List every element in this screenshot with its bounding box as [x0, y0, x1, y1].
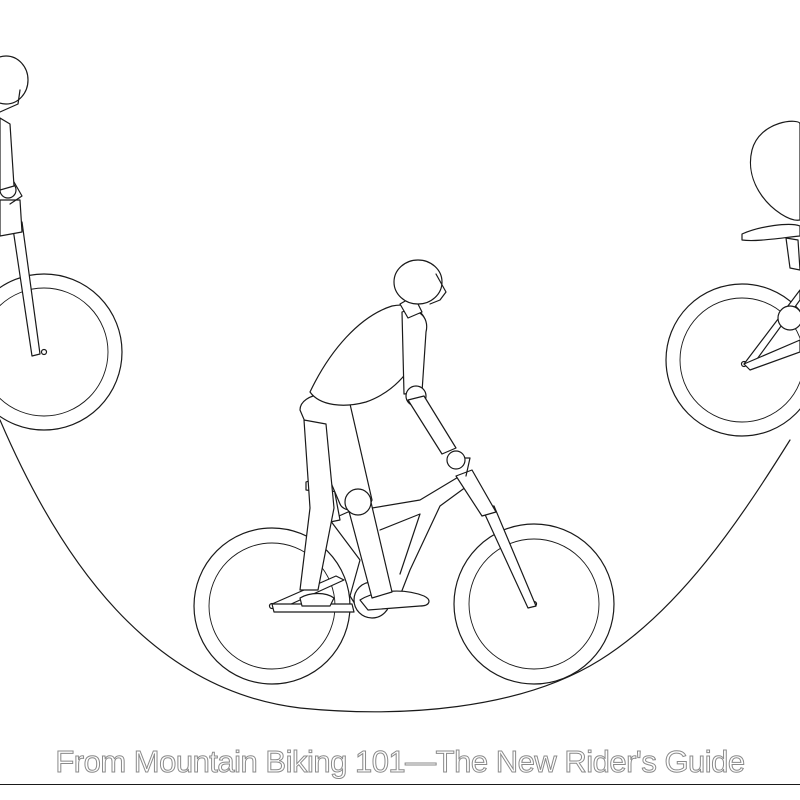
left-front-wheel-tire [0, 274, 122, 430]
rider-left [0, 56, 122, 430]
right-leg [750, 121, 800, 220]
rider-right [666, 121, 800, 436]
left-front-hub [42, 350, 47, 355]
caption-credit: From Mountain Biking 101—The New Rider's… [0, 744, 800, 780]
center-upper-arm [402, 310, 427, 394]
rider-center [194, 260, 614, 684]
right-seatpost [786, 238, 800, 270]
right-saddle [742, 224, 800, 240]
center-hand [447, 451, 465, 469]
center-knee [345, 489, 371, 515]
center-headtube [456, 470, 496, 516]
right-rear-wheel-tire [666, 284, 800, 436]
center-head [394, 260, 442, 304]
left-headtube [0, 200, 22, 236]
baseline-rule [0, 784, 800, 785]
center-rear-foot [300, 594, 334, 607]
center-forearm [408, 396, 456, 454]
left-head [0, 56, 28, 104]
left-arm [0, 118, 14, 190]
right-knee [778, 306, 800, 330]
